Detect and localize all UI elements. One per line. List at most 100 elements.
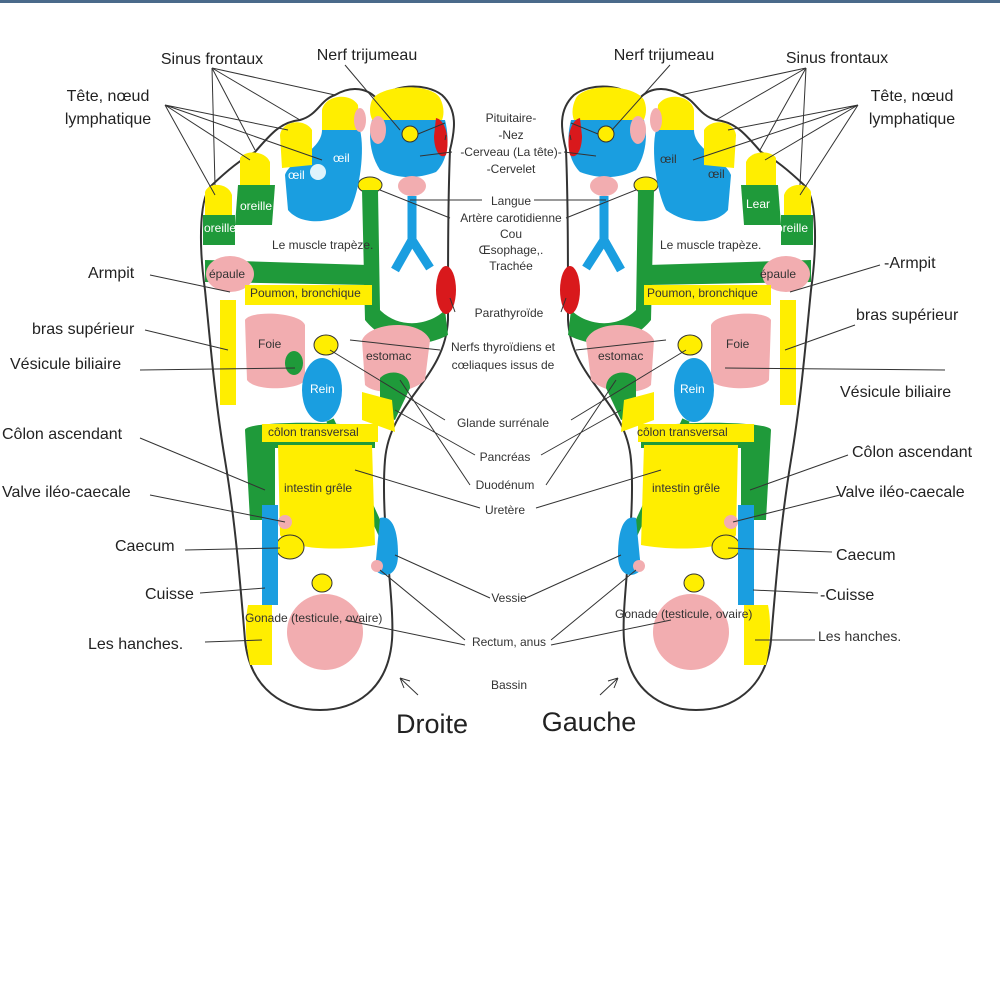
- right-transverse-colon-yellow: [262, 424, 378, 442]
- left-label-estomac: estomac: [598, 349, 643, 363]
- right-big-toe-yellow: [370, 87, 444, 128]
- right-gonad-yellow: [311, 573, 333, 593]
- label-parathyroide: Parathyroïde: [475, 306, 544, 320]
- label-cuisse-left: -Cuisse: [820, 587, 874, 604]
- right-kidney-blue: [302, 358, 342, 422]
- left-stomach-pink: [586, 324, 654, 392]
- right-toe2-yellow: [322, 96, 360, 135]
- label-vessie: Vessie: [491, 591, 527, 605]
- center-labels: Pituitaire- -Nez -Cerveau (La tête)- -Ce…: [451, 111, 562, 692]
- right-arm-yellow: [220, 300, 236, 405]
- right-caecum-yellow: [275, 534, 305, 560]
- label-hanches-right: Les hanches.: [88, 636, 183, 653]
- label-tete-noeud-left-2: lymphatique: [869, 111, 955, 128]
- left-shoulder-pink: [762, 256, 810, 292]
- label-bras-superieur-right: bras supérieur: [32, 321, 135, 338]
- right-nose-red: [434, 118, 448, 157]
- right-lymph-green: [362, 190, 448, 344]
- left-toe4-yellow: [746, 152, 776, 188]
- left-pancreas-yellow: [621, 392, 654, 432]
- left-gonad-yellow: [683, 573, 705, 593]
- label-trachee: Trachée: [489, 259, 533, 273]
- label-nerf-trijumeau-right: Nerf trijumeau: [317, 47, 417, 64]
- right-toe3-white: [310, 164, 326, 180]
- right-hip-yellow: [245, 605, 272, 665]
- left-lymph-green: [568, 190, 654, 344]
- label-glande: Glande surrénale: [457, 416, 549, 430]
- right-bladder-blue: [375, 517, 398, 575]
- left-bladder-blue: [618, 517, 641, 575]
- left-thigh-blue: [738, 505, 754, 605]
- label-artere: Artère carotidienne: [460, 211, 562, 225]
- label-bassin: Bassin: [491, 678, 527, 692]
- label-hanches-left: Les hanches.: [818, 628, 901, 644]
- left-adrenal-yellow: [677, 334, 703, 356]
- right-shoulder-pink: [206, 256, 254, 292]
- right-neck-pink: [398, 176, 426, 196]
- side-title-left: Gauche: [542, 707, 637, 737]
- right-label-rein: Rein: [310, 382, 335, 396]
- right-label-trapeze: Le muscle trapèze.: [272, 238, 373, 252]
- right-adrenal-yellow: [313, 334, 339, 356]
- right-toe5-yellow: [205, 184, 232, 218]
- label-tete-noeud-right-2: lymphatique: [65, 111, 151, 128]
- left-label-colon-transversal: côlon transversal: [637, 425, 728, 439]
- label-tete-noeud-right-1: Tête, nœud: [67, 88, 150, 105]
- label-valve-right: Valve iléo-caecale: [2, 484, 131, 501]
- left-label-foie: Foie: [726, 337, 750, 351]
- left-label-gonade: Gonade (testicule, ovaire): [615, 607, 752, 621]
- label-colon-ascendant-right: Côlon ascendant: [2, 426, 123, 443]
- right-toe4-green: [235, 185, 275, 225]
- left-label-oeil-1: œil: [660, 152, 677, 166]
- label-vesicule-left: Vésicule biliaire: [840, 384, 951, 401]
- right-label-poumon: Poumon, bronchique: [250, 286, 361, 300]
- right-label-oeil-1: œil: [333, 151, 350, 165]
- right-label-epaule: épaule: [209, 267, 245, 281]
- right-toe3-yellow: [280, 122, 312, 168]
- label-pituitaire: Pituitaire-: [486, 111, 537, 125]
- right-label-oreille-2: oreille: [204, 221, 236, 235]
- left-small-intestine-yellow: [641, 445, 738, 549]
- label-duodenum: Duodénum: [476, 478, 535, 492]
- left-big-toe-blue: [568, 120, 646, 178]
- left-label-rein: Rein: [680, 382, 705, 396]
- right-label-estomac: estomac: [366, 349, 411, 363]
- right-rectum-pink: [371, 560, 383, 572]
- right-foot-labels: œil œil oreille oreille Le muscle trapèz…: [204, 151, 411, 625]
- left-label-oreille: oreille: [776, 221, 808, 235]
- left-hip-yellow: [744, 605, 771, 665]
- label-nerf-trijumeau-left: Nerf trijumeau: [614, 47, 714, 64]
- label-cuisse-right: Cuisse: [145, 586, 194, 603]
- label-langue: Langue: [491, 194, 531, 208]
- left-nose-red: [568, 118, 582, 157]
- left-toe2-pink: [650, 108, 662, 132]
- right-big-toe-pink: [370, 116, 386, 144]
- right-label-oeil-2: œil: [288, 168, 305, 182]
- left-label-poumon: Poumon, bronchique: [647, 286, 758, 300]
- left-kidney-blue: [674, 358, 714, 422]
- label-caecum-right: Caecum: [115, 538, 175, 555]
- label-sinus-frontaux-right: Sinus frontaux: [161, 51, 263, 68]
- left-pituitary-dot: [597, 125, 615, 143]
- right-stomach-pink: [362, 324, 430, 392]
- right-label-foie: Foie: [258, 337, 282, 351]
- label-nerfs-2: cœliaques issus de: [452, 358, 555, 372]
- left-caecum-yellow: [711, 534, 741, 560]
- label-cou: Cou: [500, 227, 522, 241]
- side-title-right: Droite: [396, 709, 468, 739]
- left-label-epaule: épaule: [760, 267, 796, 281]
- right-thigh-blue: [262, 505, 278, 605]
- left-label-intestin: intestin grêle: [652, 481, 720, 495]
- top-border: [0, 0, 1000, 3]
- right-label-oreille-1: oreille: [240, 199, 272, 213]
- right-small-intestine-yellow: [278, 445, 375, 549]
- left-foot: [560, 85, 817, 712]
- label-armpit-left: -Armpit: [884, 255, 936, 272]
- left-gonad-pink: [653, 594, 729, 670]
- label-bras-superieur-left: bras supérieur: [856, 307, 959, 324]
- left-transverse-colon-yellow: [638, 424, 754, 442]
- label-nez: -Nez: [498, 128, 523, 142]
- label-cervelet: -Cervelet: [487, 162, 536, 176]
- label-colon-ascendant-left: Côlon ascendant: [852, 444, 973, 461]
